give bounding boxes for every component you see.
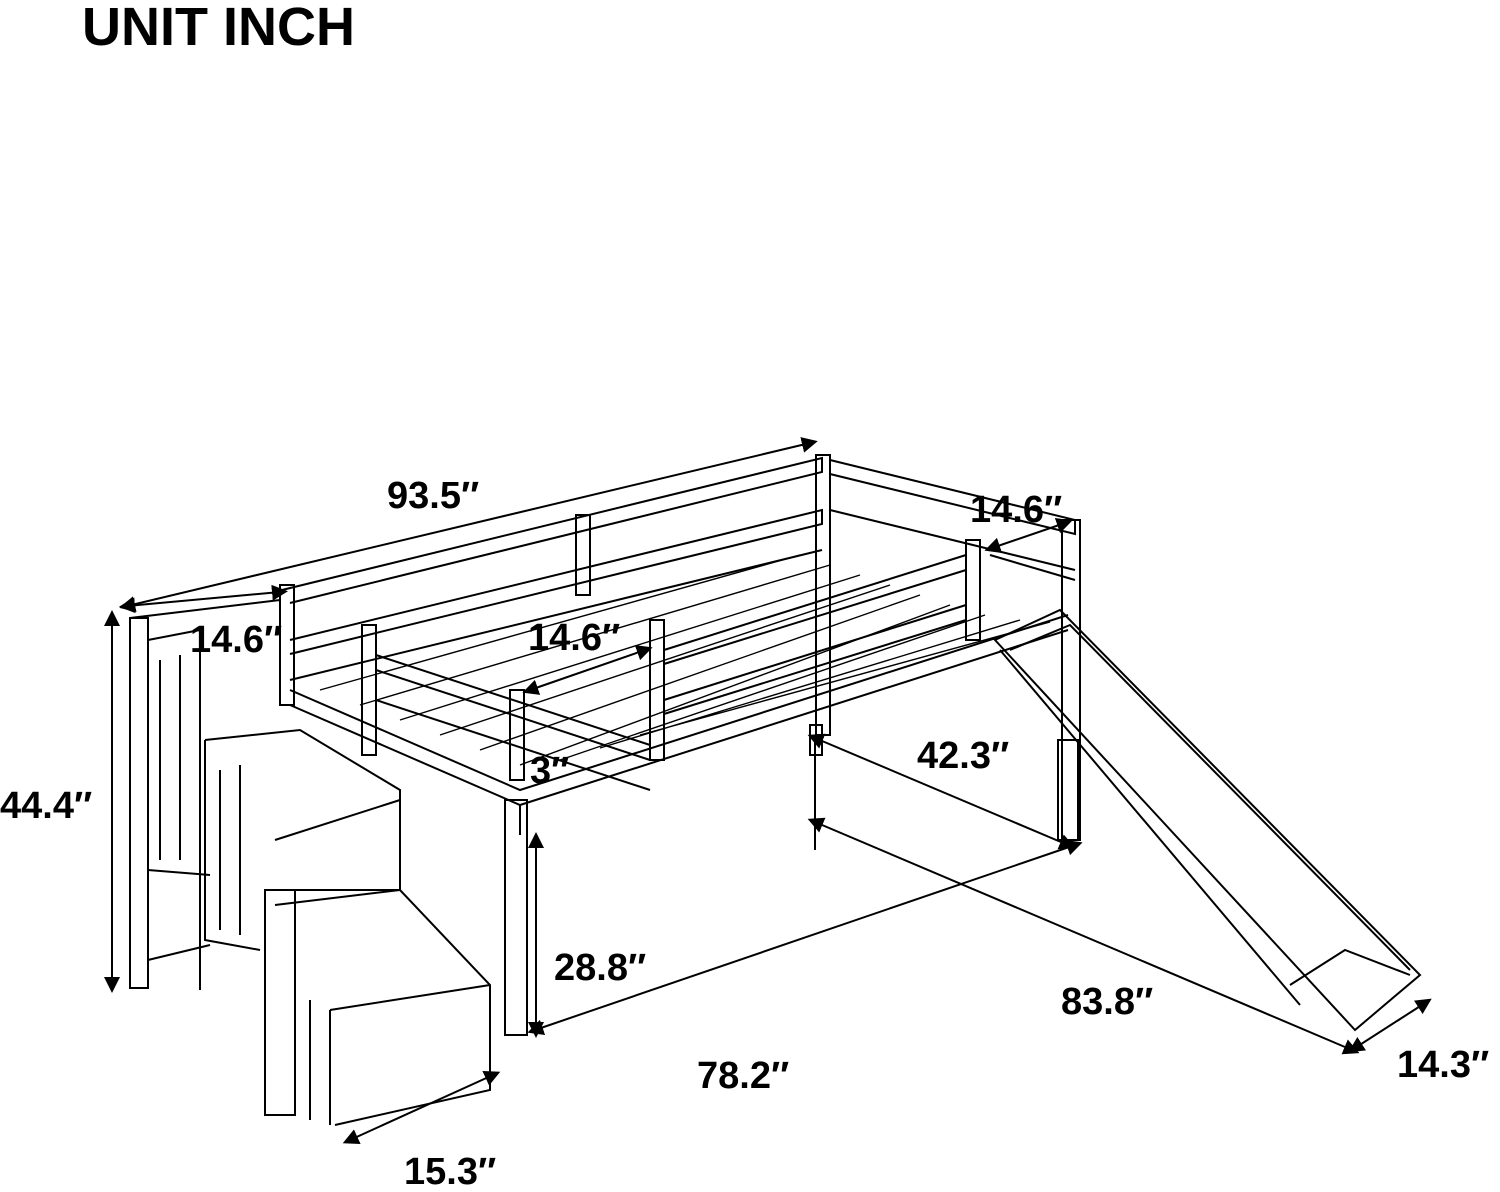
dim-line-slide-width [1348,998,1432,1053]
stairs [129,598,491,1126]
label-stair-depth: 15.3″ [404,1151,496,1192]
dim-line-bed-length [527,840,1083,1035]
label-overall-length: 93.5″ [387,475,479,517]
label-rail-gap: 3″ [530,750,569,792]
label-clearance: 28.8″ [554,947,646,989]
dim-line-stair-width [119,584,288,614]
label-stair-width: 14.6″ [190,619,282,661]
dim-line-rail-height-right [984,518,1073,553]
bed-frame-drawing [129,454,1422,1126]
dimension-lines [104,437,1432,1144]
label-rail-height-right: 14.6″ [970,489,1062,531]
label-rail-height-front: 14.6″ [528,617,620,659]
label-overall-height: 44.4″ [0,785,92,827]
label-slide-width: 14.3″ [1397,1044,1489,1086]
label-overall-width: 42.3″ [917,735,1009,777]
dim-line-overall-length [119,437,818,612]
bed-platform [289,554,1069,835]
front-guard-rail [361,539,981,791]
dim-line-stair-depth [342,1071,501,1144]
dim-line-rail-height-front [522,645,653,695]
label-slide-length: 83.8″ [1061,981,1153,1023]
label-bed-length: 78.2″ [697,1055,789,1097]
unit-title: UNIT INCH [82,0,355,57]
